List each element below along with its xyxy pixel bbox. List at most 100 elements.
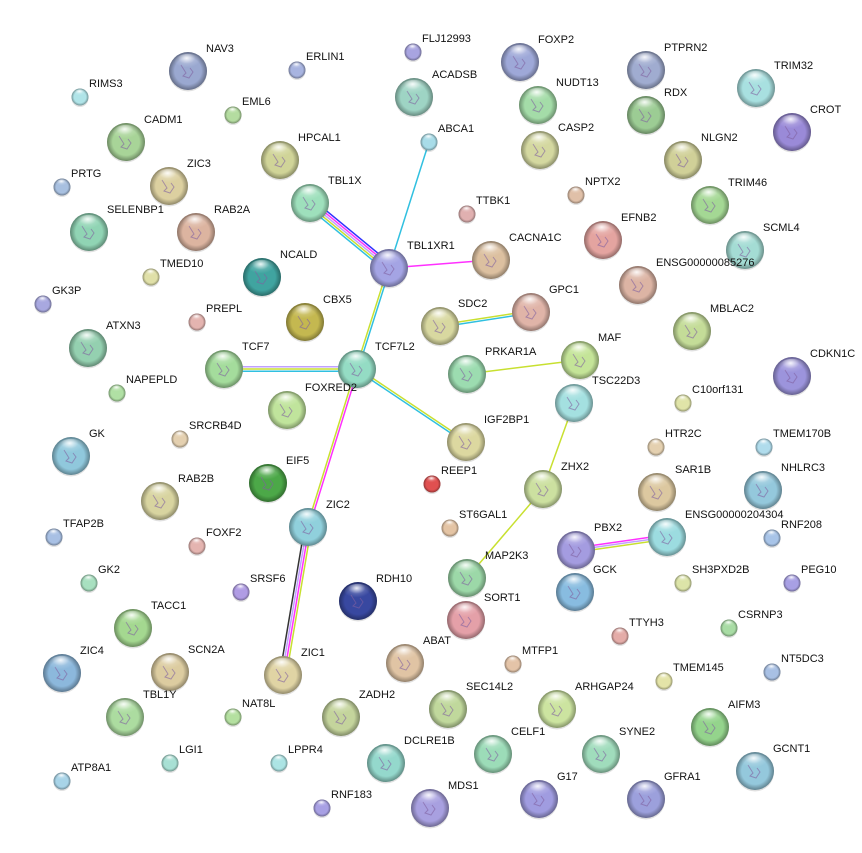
node-cacna1c[interactable]: CACNA1C <box>472 232 562 281</box>
node-prepl[interactable]: PREPL <box>188 303 243 332</box>
node-ensg00000204304[interactable]: ENSG00000204304 <box>648 509 783 558</box>
node-rab2a[interactable]: RAB2A <box>177 204 251 253</box>
edge-TCF7-TCF7L2[interactable] <box>224 366 357 372</box>
node-nptx2[interactable]: NPTX2 <box>567 176 621 205</box>
node-ensg00000085276[interactable]: ENSG00000085276 <box>619 257 754 306</box>
node-sec14l2[interactable]: SEC14L2 <box>429 681 513 730</box>
edge-ZIC2-ZIC1[interactable] <box>279 526 312 676</box>
node-hpcal1[interactable]: HPCAL1 <box>261 132 341 181</box>
node-mds1[interactable]: MDS1 <box>411 780 479 829</box>
node-zic2[interactable]: ZIC2 <box>289 499 350 548</box>
node-maf[interactable]: MAF <box>561 332 622 381</box>
node-arhgap24[interactable]: ARHGAP24 <box>538 681 634 730</box>
node-csrnp3[interactable]: CSRNP3 <box>720 609 783 638</box>
node-eml6[interactable]: EML6 <box>224 96 271 125</box>
node-zhx2[interactable]: ZHX2 <box>524 461 589 510</box>
node-gck[interactable]: GCK <box>556 564 618 613</box>
edge-ABCA1-TBL1XR1[interactable] <box>388 141 430 269</box>
node-aifm3[interactable]: AIFM3 <box>691 699 760 748</box>
node-prkar1a[interactable]: PRKAR1A <box>448 346 537 395</box>
node-rdh10[interactable]: RDH10 <box>339 573 412 622</box>
node-zadh2[interactable]: ZADH2 <box>322 689 395 738</box>
node-trim32[interactable]: TRIM32 <box>737 60 813 109</box>
node-eif5[interactable]: EIF5 <box>249 455 309 504</box>
node-flj12993[interactable]: FLJ12993 <box>404 33 471 62</box>
node-foxp2[interactable]: FOXP2 <box>501 34 574 83</box>
node-scml4[interactable]: SCML4 <box>726 222 800 271</box>
node-tcf7[interactable]: TCF7 <box>205 341 270 390</box>
node-abca1[interactable]: ABCA1 <box>420 123 475 152</box>
node-napepld[interactable]: NAPEPLD <box>108 374 178 403</box>
node-sar1b[interactable]: SAR1B <box>638 464 711 513</box>
node-nlgn2[interactable]: NLGN2 <box>664 132 738 181</box>
node-prtg[interactable]: PRTG <box>53 168 102 197</box>
node-peg10[interactable]: PEG10 <box>783 564 837 593</box>
node-gk[interactable]: GK <box>52 428 106 477</box>
node-celf1[interactable]: CELF1 <box>474 726 545 775</box>
node-casp2[interactable]: CASP2 <box>521 122 594 171</box>
node-sort1[interactable]: SORT1 <box>447 592 520 641</box>
node-mtfp1[interactable]: MTFP1 <box>504 645 559 674</box>
node-nat8l[interactable]: NAT8L <box>224 698 276 727</box>
node-zic4[interactable]: ZIC4 <box>43 645 104 694</box>
node-nhlrc3[interactable]: NHLRC3 <box>744 462 825 511</box>
node-st6gal1[interactable]: ST6GAL1 <box>441 509 508 538</box>
node-tacc1[interactable]: TACC1 <box>114 600 186 649</box>
node-gk3p[interactable]: GK3P <box>34 285 82 314</box>
node-scn2a[interactable]: SCN2A <box>151 644 225 693</box>
node-tmem145[interactable]: TMEM145 <box>655 662 724 691</box>
node-atxn3[interactable]: ATXN3 <box>69 320 141 369</box>
node-nt5dc3[interactable]: NT5DC3 <box>763 653 824 682</box>
node-rdx[interactable]: RDX <box>627 87 688 136</box>
node-crot[interactable]: CROT <box>773 104 841 153</box>
node-trim46[interactable]: TRIM46 <box>691 177 767 226</box>
node-igf2bp1[interactable]: IGF2BP1 <box>447 414 529 463</box>
node-tbl1xr1[interactable]: TBL1XR1 <box>370 240 455 289</box>
node-srcrb4d[interactable]: SRCRB4D <box>171 420 242 449</box>
node-ttbk1[interactable]: TTBK1 <box>458 195 511 224</box>
node-tsc22d3[interactable]: TSC22D3 <box>555 375 640 424</box>
edge-ZHX2-MAP2K3[interactable] <box>466 488 544 579</box>
node-atp8a1[interactable]: ATP8A1 <box>53 762 112 791</box>
node-g17[interactable]: G17 <box>520 771 578 820</box>
node-rims3[interactable]: RIMS3 <box>71 78 123 107</box>
node-tmed10[interactable]: TMED10 <box>142 258 204 287</box>
node-tmem170b[interactable]: TMEM170B <box>755 428 832 457</box>
node-gpc1[interactable]: GPC1 <box>512 284 579 333</box>
node-foxred2[interactable]: FOXRED2 <box>268 382 357 431</box>
edge-TCF7L2-ZIC2[interactable] <box>306 368 359 528</box>
node-rab2b[interactable]: RAB2B <box>141 473 214 522</box>
node-efnb2[interactable]: EFNB2 <box>584 212 656 261</box>
node-lgi1[interactable]: LGI1 <box>161 744 203 773</box>
node-lppr4[interactable]: LPPR4 <box>270 744 323 773</box>
node-syne2[interactable]: SYNE2 <box>582 726 655 775</box>
node-reep1[interactable]: REEP1 <box>423 465 478 494</box>
node-srsf6[interactable]: SRSF6 <box>232 573 286 602</box>
node-zic3[interactable]: ZIC3 <box>150 158 211 207</box>
node-ncald[interactable]: NCALD <box>243 249 317 298</box>
node-nudt13[interactable]: NUDT13 <box>519 77 599 126</box>
node-htr2c[interactable]: HTR2C <box>647 428 702 457</box>
node-tbl1x[interactable]: TBL1X <box>291 175 362 224</box>
node-rnf208[interactable]: RNF208 <box>763 519 822 548</box>
node-pbx2[interactable]: PBX2 <box>557 522 622 571</box>
node-cbx5[interactable]: CBX5 <box>286 294 352 343</box>
node-erlin1[interactable]: ERLIN1 <box>288 51 345 80</box>
node-zic1[interactable]: ZIC1 <box>264 647 325 696</box>
node-tfap2b[interactable]: TFAP2B <box>45 518 104 547</box>
node-ttyh3[interactable]: TTYH3 <box>611 617 664 646</box>
node-nav3[interactable]: NAV3 <box>169 43 234 92</box>
node-gfra1[interactable]: GFRA1 <box>627 771 701 820</box>
node-sh3pxd2b[interactable]: SH3PXD2B <box>674 564 750 593</box>
node-tbl1y[interactable]: TBL1Y <box>106 689 177 738</box>
node-cdkn1c[interactable]: CDKN1C <box>773 348 855 397</box>
node-map2k3[interactable]: MAP2K3 <box>448 550 528 599</box>
node-selenbp1[interactable]: SELENBP1 <box>70 204 164 253</box>
node-cadm1[interactable]: CADM1 <box>107 114 183 163</box>
node-tcf7l2[interactable]: TCF7L2 <box>338 341 415 390</box>
node-ptprn2[interactable]: PTPRN2 <box>627 42 707 91</box>
node-dclre1b[interactable]: DCLRE1B <box>367 735 455 784</box>
node-rnf183[interactable]: RNF183 <box>313 789 372 818</box>
edge-TCF7L2-IGF2BP1[interactable] <box>355 367 468 444</box>
node-acadsb[interactable]: ACADSB <box>395 69 477 118</box>
